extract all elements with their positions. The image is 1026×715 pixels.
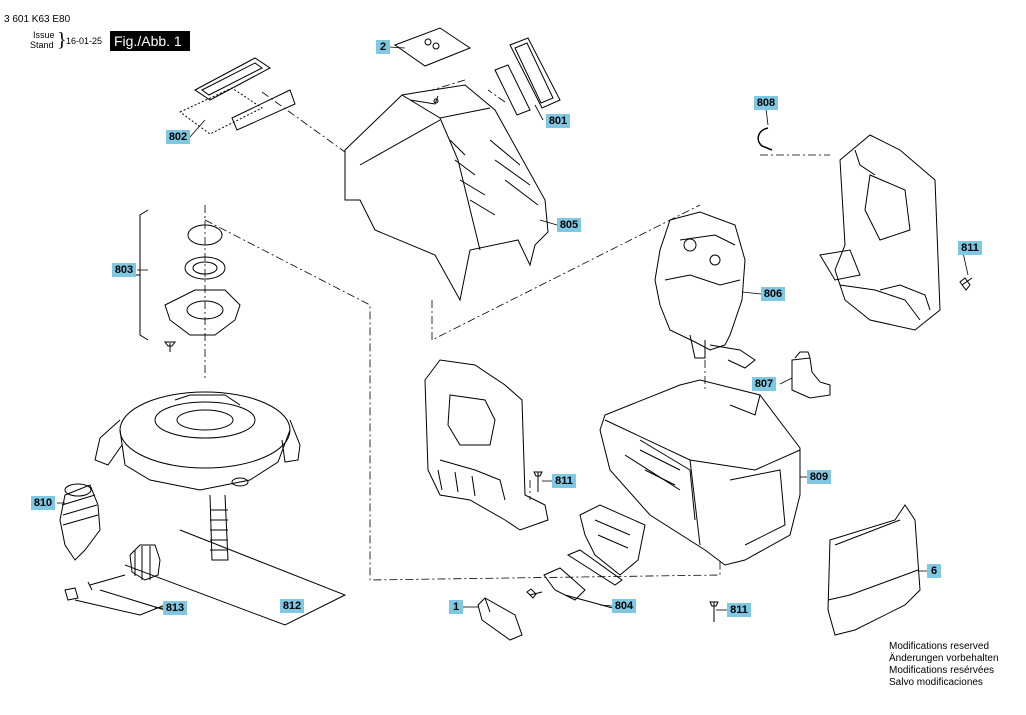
part-label-2[interactable]: 2 — [376, 40, 390, 54]
part-label-805[interactable]: 805 — [557, 218, 581, 232]
part-804-battery-contacts — [526, 504, 646, 611]
part-802-seals — [179, 57, 296, 135]
brace-icon: } — [57, 29, 67, 51]
part-label-801[interactable]: 801 — [546, 114, 570, 128]
part-label-812[interactable]: 812 — [280, 599, 304, 613]
part-label-811-c[interactable]: 811 — [727, 603, 751, 617]
part-813-knob-screw — [64, 544, 161, 601]
part-809-base-housing — [599, 379, 801, 566]
part-1-slider — [477, 597, 523, 641]
part-label-811-a[interactable]: 811 — [958, 241, 982, 255]
part-806-laser-module — [654, 211, 756, 369]
stand-label: Stand — [30, 40, 54, 50]
part-label-806[interactable]: 806 — [761, 287, 785, 301]
note-fr: Modifications resérvées — [889, 665, 995, 676]
part-label-802[interactable]: 802 — [166, 130, 190, 144]
part-label-813[interactable]: 813 — [163, 601, 187, 615]
doc-number: 3 601 K63 E80 — [4, 14, 71, 25]
inner-frame — [424, 359, 549, 531]
part-label-6[interactable]: 6 — [927, 564, 941, 578]
part-803-ring-set — [132, 209, 241, 352]
part-810-adapter — [59, 483, 101, 561]
modification-notes: Modifications reserved Änderungen vorbeh… — [889, 641, 999, 689]
part-label-803[interactable]: 803 — [112, 263, 136, 277]
note-de: Änderungen vorbehalten — [889, 653, 999, 664]
part-811-screw-c — [709, 601, 719, 622]
note-es: Salvo modificaciones — [889, 677, 983, 688]
part-2-label-plate — [393, 27, 472, 67]
part-label-804[interactable]: 804 — [612, 599, 636, 613]
part-805-housing-cover — [344, 84, 549, 302]
part-807-knob — [791, 351, 831, 399]
rotating-base — [94, 391, 301, 561]
part-label-811-b[interactable]: 811 — [552, 474, 576, 488]
part-6-battery-cover — [827, 504, 921, 636]
issue-label: Issue — [33, 30, 55, 40]
figure-label: Fig./Abb. 1 — [110, 31, 190, 51]
leader-lines — [204, 79, 830, 581]
issue-date: 16-01-25 — [66, 36, 103, 46]
part-label-809[interactable]: 809 — [807, 470, 831, 484]
part-801-window — [494, 37, 561, 116]
part-label-1[interactable]: 1 — [449, 600, 463, 614]
part-label-807[interactable]: 807 — [752, 377, 776, 391]
rear-frame — [819, 134, 941, 331]
part-label-808[interactable]: 808 — [754, 96, 778, 110]
part-811-screw-a — [959, 277, 973, 291]
part-811-screw-b — [533, 471, 543, 492]
part-label-810[interactable]: 810 — [31, 496, 55, 510]
part-808-clip — [757, 127, 773, 151]
note-en: Modifications reserved — [889, 641, 990, 652]
